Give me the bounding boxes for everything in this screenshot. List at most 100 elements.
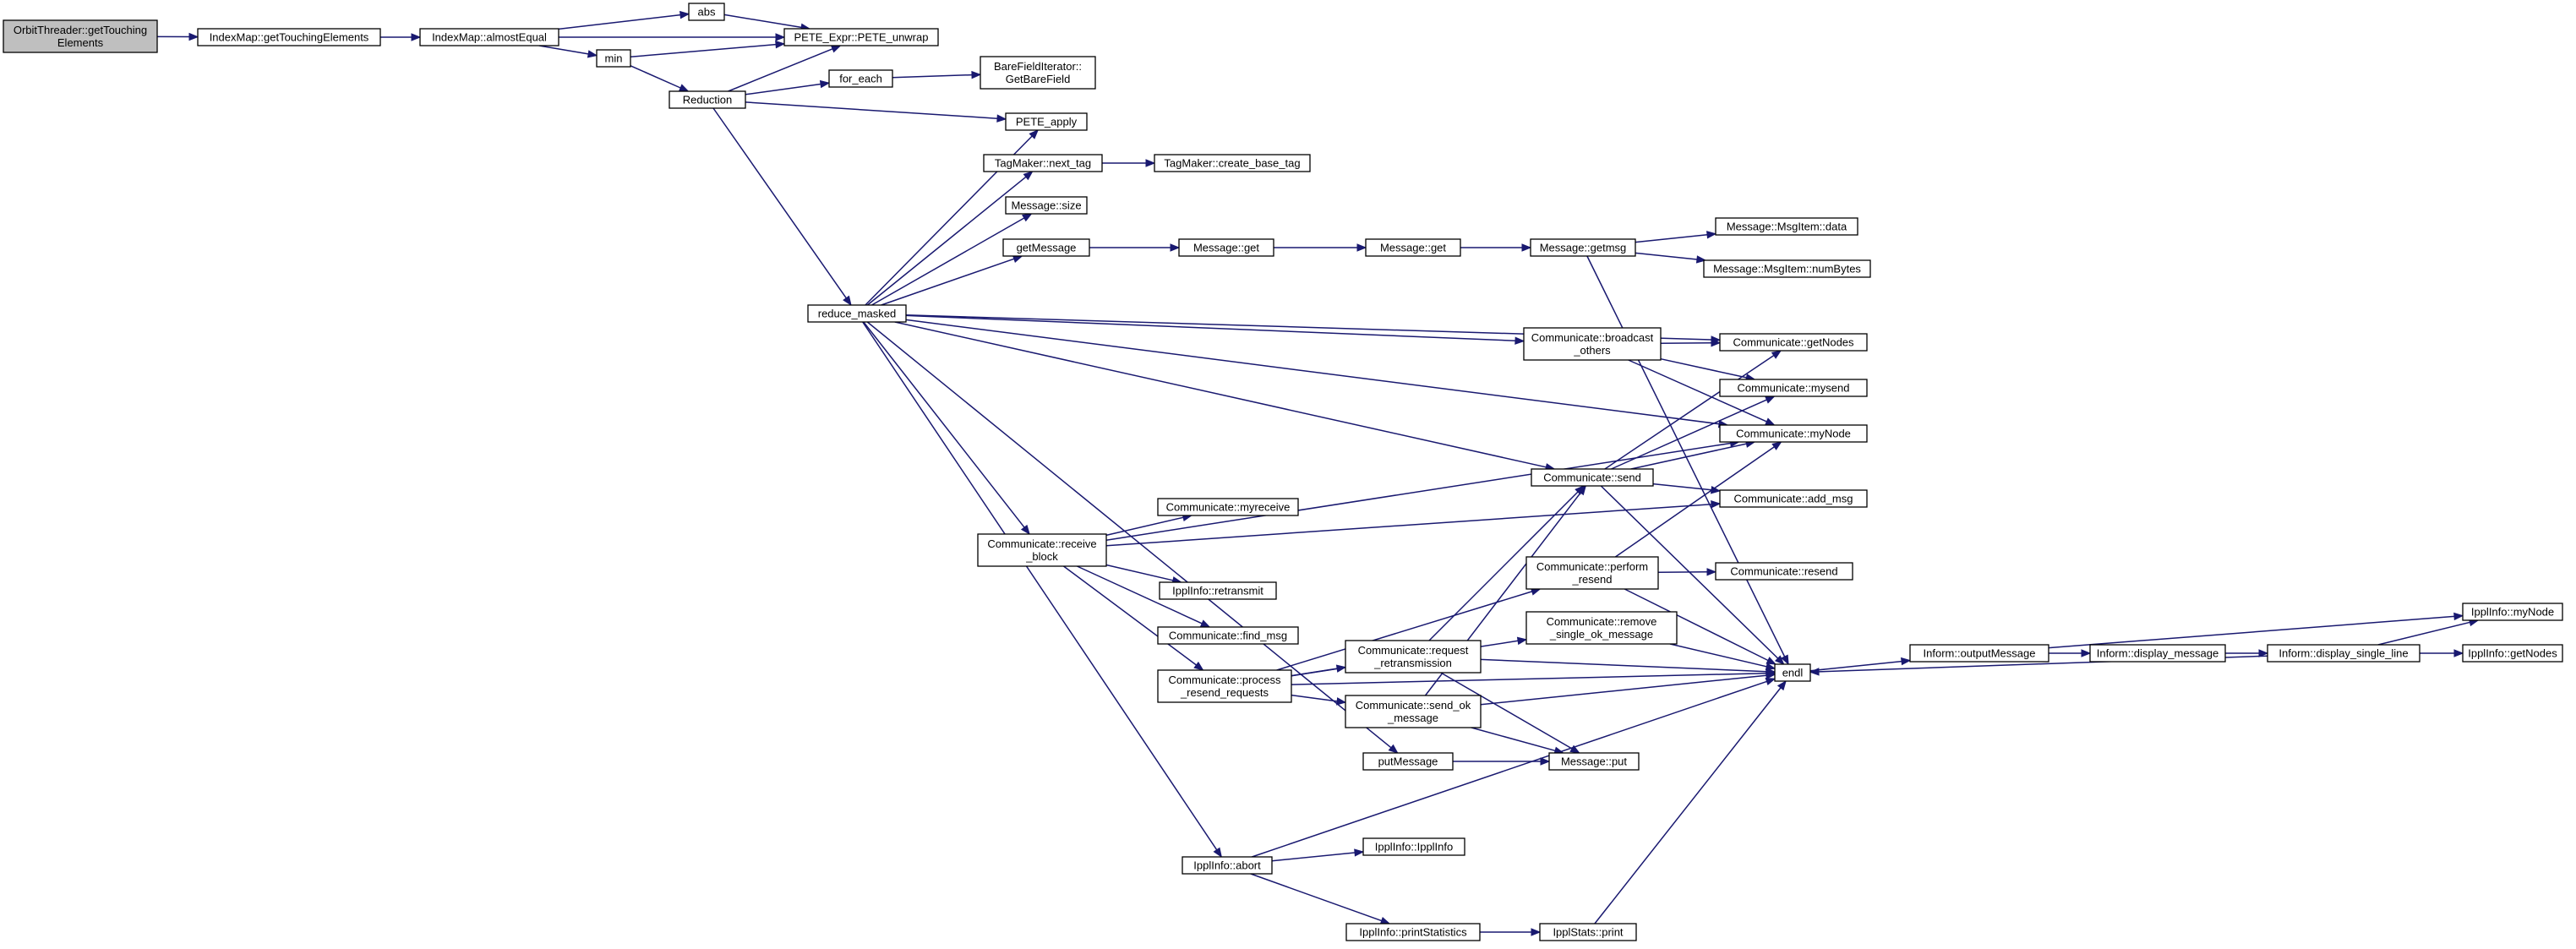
node-box[interactable] [977,533,1107,567]
graph-node[interactable]: Communicate::resend [1715,562,1853,581]
node-box[interactable] [1525,556,1659,590]
node-box[interactable] [1157,669,1292,703]
node-box[interactable] [1719,379,1868,397]
node-box[interactable] [980,56,1096,90]
graph-node[interactable]: Message::MsgItem::data [1715,217,1858,236]
node-box[interactable] [1362,752,1454,771]
node-box[interactable] [669,90,746,109]
graph-node[interactable]: Inform::outputMessage [1909,644,2049,663]
node-box[interactable] [1005,196,1088,215]
node-box[interactable] [807,304,907,323]
node-box[interactable] [1719,333,1868,352]
node-box[interactable] [1005,112,1088,131]
node-box[interactable] [1178,238,1274,257]
graph-node[interactable]: Communicate::perform_resend [1525,556,1659,590]
node-box[interactable] [1345,640,1482,674]
node-box[interactable] [1345,923,1481,941]
node-box[interactable] [1719,424,1868,443]
graph-node[interactable]: IpplInfo::retransmit [1159,581,1277,600]
graph-node[interactable]: BareFieldIterator::GetBareField [980,56,1096,90]
graph-node[interactable]: IndexMap::getTouchingElements [197,28,381,46]
graph-node[interactable]: IpplInfo::printStatistics [1345,923,1481,941]
node-box[interactable] [1531,468,1654,487]
graph-node[interactable]: endl [1774,663,1811,682]
graph-node[interactable]: Communicate::broadcast_others [1523,327,1662,361]
node-box[interactable] [2089,644,2226,663]
node-box[interactable] [1774,663,1811,682]
node-box[interactable] [1157,626,1299,645]
node-box[interactable] [596,49,631,68]
graph-node[interactable]: Communicate::process_resend_requests [1157,669,1292,703]
node-box[interactable] [1159,581,1277,600]
graph-node[interactable]: IpplInfo::myNode [2462,603,2563,621]
graph-node[interactable]: Message::get [1365,238,1461,257]
graph-node[interactable]: Communicate::receive_block [977,533,1107,567]
node-box[interactable] [1362,837,1465,856]
graph-node[interactable]: IndexMap::almostEqual [419,28,559,46]
graph-node[interactable]: Reduction [669,90,746,109]
node-box[interactable] [1719,489,1868,508]
node-box[interactable] [1539,923,1637,941]
node-box[interactable] [1157,498,1299,516]
edge-arrowhead [1765,663,1776,671]
node-box[interactable] [1182,856,1273,875]
node-box[interactable] [688,3,725,21]
graph-node[interactable]: OrbitThreader::getTouchingElements [3,19,158,53]
node-box[interactable] [1909,644,2049,663]
node-box[interactable] [828,69,893,88]
node-box[interactable] [983,154,1103,172]
node-box[interactable] [1345,695,1482,728]
node-box[interactable] [1523,327,1662,361]
node-box[interactable] [1548,752,1640,771]
node-box[interactable] [2267,644,2420,663]
node-box[interactable] [419,28,559,46]
graph-node[interactable]: Communicate::myreceive [1157,498,1299,516]
node-box[interactable] [3,19,158,53]
node-label: Inform::outputMessage [1924,647,2036,660]
node-box[interactable] [2462,603,2563,621]
node-box[interactable] [197,28,381,46]
node-box[interactable] [1703,259,1871,278]
graph-node[interactable]: putMessage [1362,752,1454,771]
graph-node[interactable]: IpplInfo::abort [1182,856,1273,875]
node-box[interactable] [1002,238,1090,257]
graph-node[interactable]: IpplInfo::IpplInfo [1362,837,1465,856]
node-box[interactable] [1525,611,1678,645]
graph-node[interactable]: TagMaker::create_base_tag [1154,154,1311,172]
node-label: Message::get [1380,242,1446,254]
graph-node[interactable]: Communicate::getNodes [1719,333,1868,352]
node-box[interactable] [2462,644,2563,663]
graph-node[interactable]: PETE_Expr::PETE_unwrap [783,28,939,46]
graph-node[interactable]: reduce_masked [807,304,907,323]
graph-node[interactable]: Communicate::remove_single_ok_message [1525,611,1678,645]
node-box[interactable] [1530,238,1636,257]
graph-node[interactable]: for_each [828,69,893,88]
node-box[interactable] [1715,562,1853,581]
graph-node[interactable]: abs [688,3,725,21]
graph-node[interactable]: Communicate::send_ok_message [1345,695,1482,728]
graph-node[interactable]: Communicate::request_retransmission [1345,640,1482,674]
graph-node[interactable]: Message::size [1005,196,1088,215]
graph-node[interactable]: min [596,49,631,68]
graph-node[interactable]: Inform::display_message [2089,644,2226,663]
graph-node[interactable]: Communicate::add_msg [1719,489,1868,508]
graph-node[interactable]: PETE_apply [1005,112,1088,131]
graph-node[interactable]: Message::put [1548,752,1640,771]
graph-node[interactable]: IpplStats::print [1539,923,1637,941]
graph-node[interactable]: IpplInfo::getNodes [2462,644,2563,663]
graph-node[interactable]: getMessage [1002,238,1090,257]
graph-node[interactable]: Communicate::send [1531,468,1654,487]
graph-node[interactable]: Communicate::myNode [1719,424,1868,443]
graph-node[interactable]: Message::get [1178,238,1274,257]
graph-node[interactable]: Communicate::mysend [1719,379,1868,397]
node-box[interactable] [1365,238,1461,257]
graph-node[interactable]: Message::MsgItem::numBytes [1703,259,1871,278]
graph-node[interactable]: Communicate::find_msg [1157,626,1299,645]
node-box[interactable] [1154,154,1311,172]
node-label: IpplInfo::myNode [2471,606,2554,619]
graph-node[interactable]: Inform::display_single_line [2267,644,2420,663]
graph-node[interactable]: TagMaker::next_tag [983,154,1103,172]
node-box[interactable] [1715,217,1858,236]
graph-node[interactable]: Message::getmsg [1530,238,1636,257]
node-box[interactable] [783,28,939,46]
